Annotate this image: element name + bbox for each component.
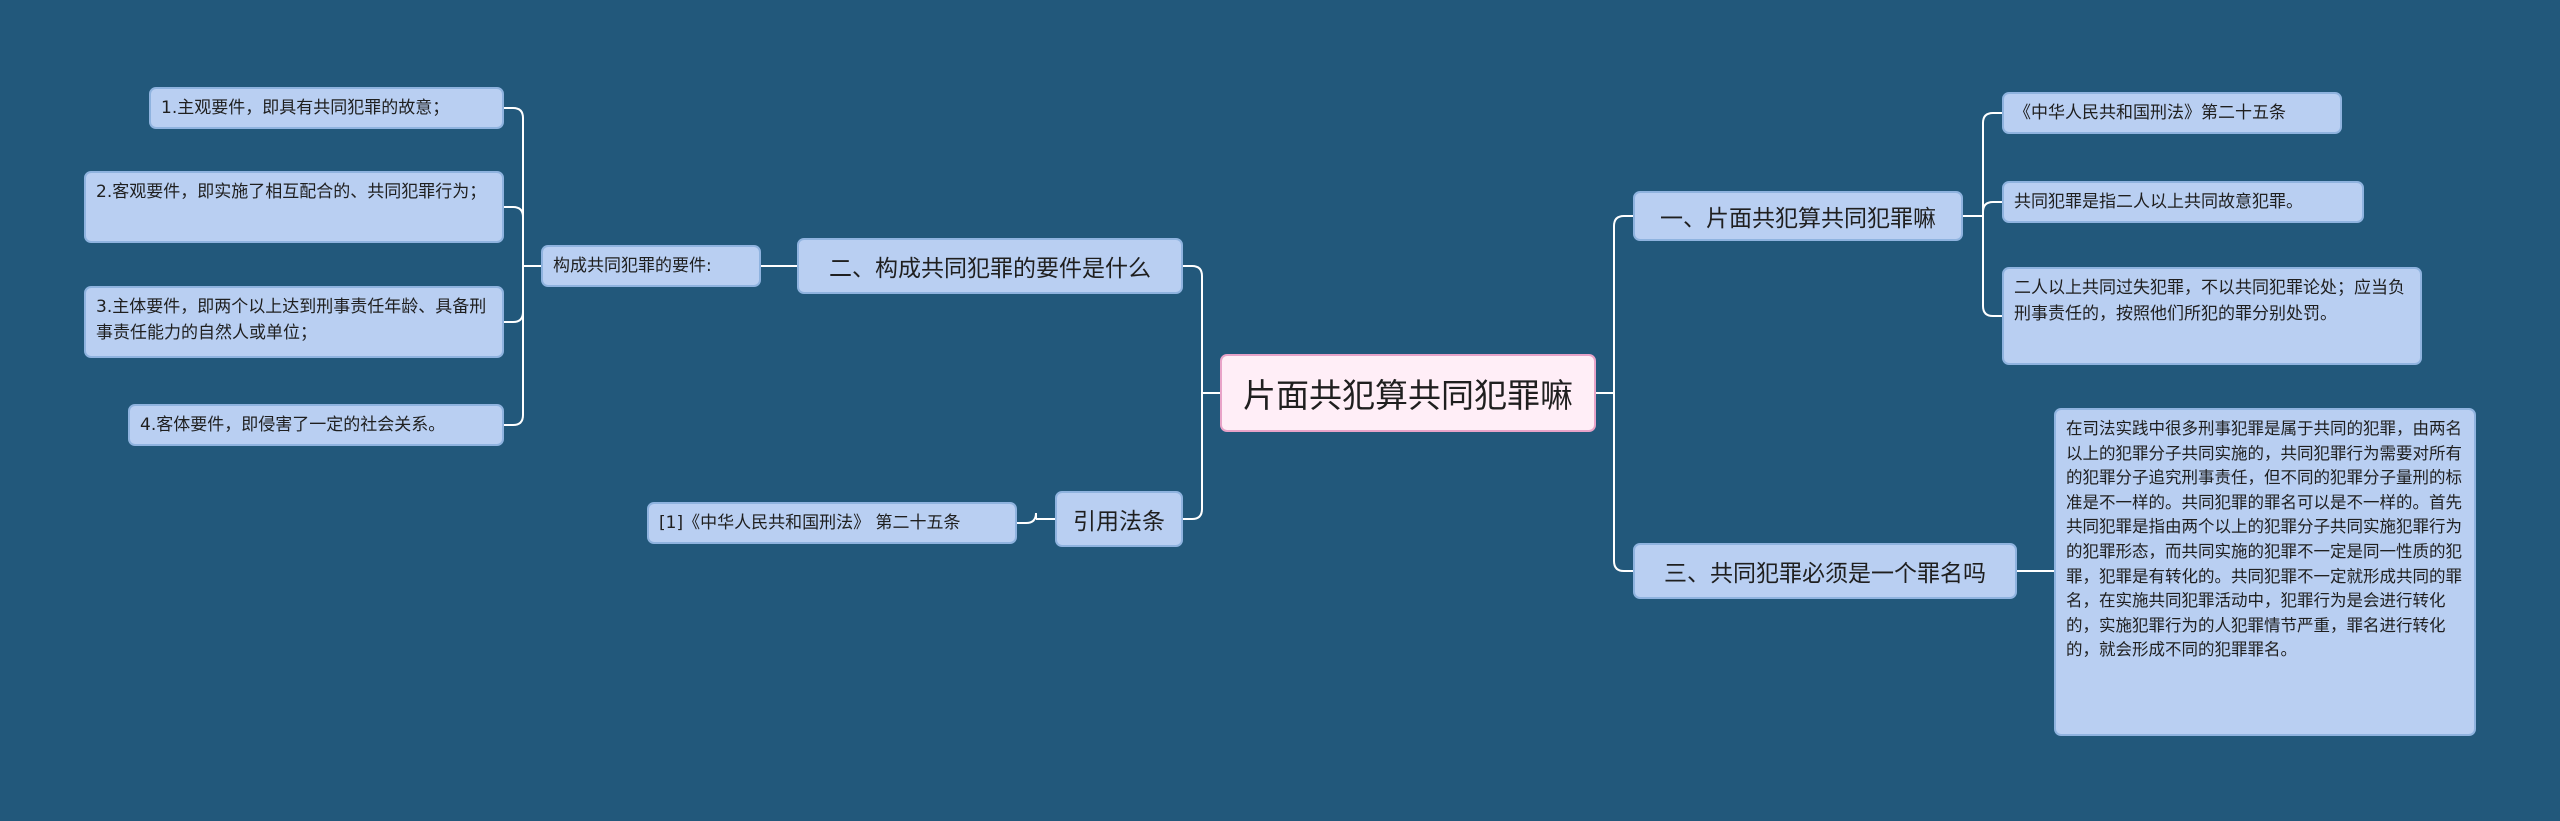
root-topic[interactable]: 片面共犯算共同犯罪嘛 <box>1220 354 1596 432</box>
leaf-过失犯罪[interactable]: 二人以上共同过失犯罪，不以共同犯罪论处；应当负刑事责任的，按照他们所犯的罪分别处… <box>2002 267 2422 365</box>
branch-构成要件[interactable]: 二、构成共同犯罪的要件是什么 <box>797 238 1183 294</box>
leaf-引用刑法[interactable]: [1]《中华人民共和国刑法》 第二十五条 <box>647 502 1017 544</box>
sub-构成要件[interactable]: 构成共同犯罪的要件: <box>541 245 761 287</box>
leaf-主体要件[interactable]: 3.主体要件，即两个以上达到刑事责任年龄、具备刑事责任能力的自然人或单位； <box>84 286 504 358</box>
branch-片面共犯[interactable]: 一、片面共犯算共同犯罪嘛 <box>1633 191 1963 241</box>
leaf-共同故意[interactable]: 共同犯罪是指二人以上共同故意犯罪。 <box>2002 181 2364 223</box>
branch-罪名[interactable]: 三、共同犯罪必须是一个罪名吗 <box>1633 543 2017 599</box>
leaf-客观要件[interactable]: 2.客观要件，即实施了相互配合的、共同犯罪行为； <box>84 171 504 243</box>
branch-引用法条[interactable]: 引用法条 <box>1055 491 1183 547</box>
leaf-刑法条文[interactable]: 《中华人民共和国刑法》第二十五条 <box>2002 92 2342 134</box>
leaf-罪名说明[interactable]: 在司法实践中很多刑事犯罪是属于共同的犯罪，由两名以上的犯罪分子共同实施的，共同犯… <box>2054 408 2476 736</box>
leaf-客体要件[interactable]: 4.客体要件，即侵害了一定的社会关系。 <box>128 404 504 446</box>
leaf-主观要件[interactable]: 1.主观要件，即具有共同犯罪的故意； <box>149 87 504 129</box>
